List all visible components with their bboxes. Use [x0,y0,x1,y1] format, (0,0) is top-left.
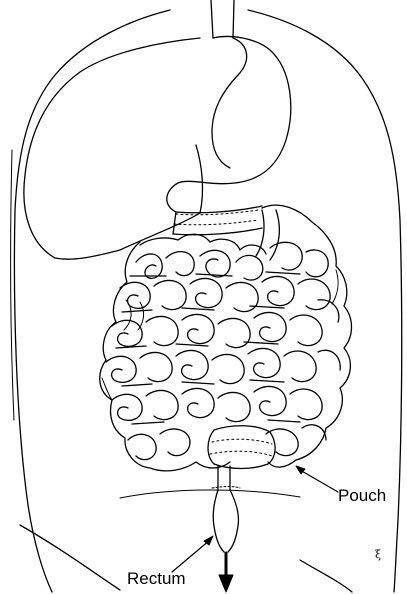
esophagus [211,0,234,38]
small-intestine [100,205,352,471]
exit-arrow [219,553,233,592]
pouch-label: Pouch [338,487,386,504]
pouch-pointer-line [300,470,338,492]
rectum-pointer-line [172,540,210,572]
liver [24,38,203,259]
rectum-label: Rectum [127,570,186,587]
label-pointers [172,466,338,572]
artist-signature: ξ [375,548,381,561]
rectum [212,466,240,552]
ileal-pouch [208,426,275,469]
